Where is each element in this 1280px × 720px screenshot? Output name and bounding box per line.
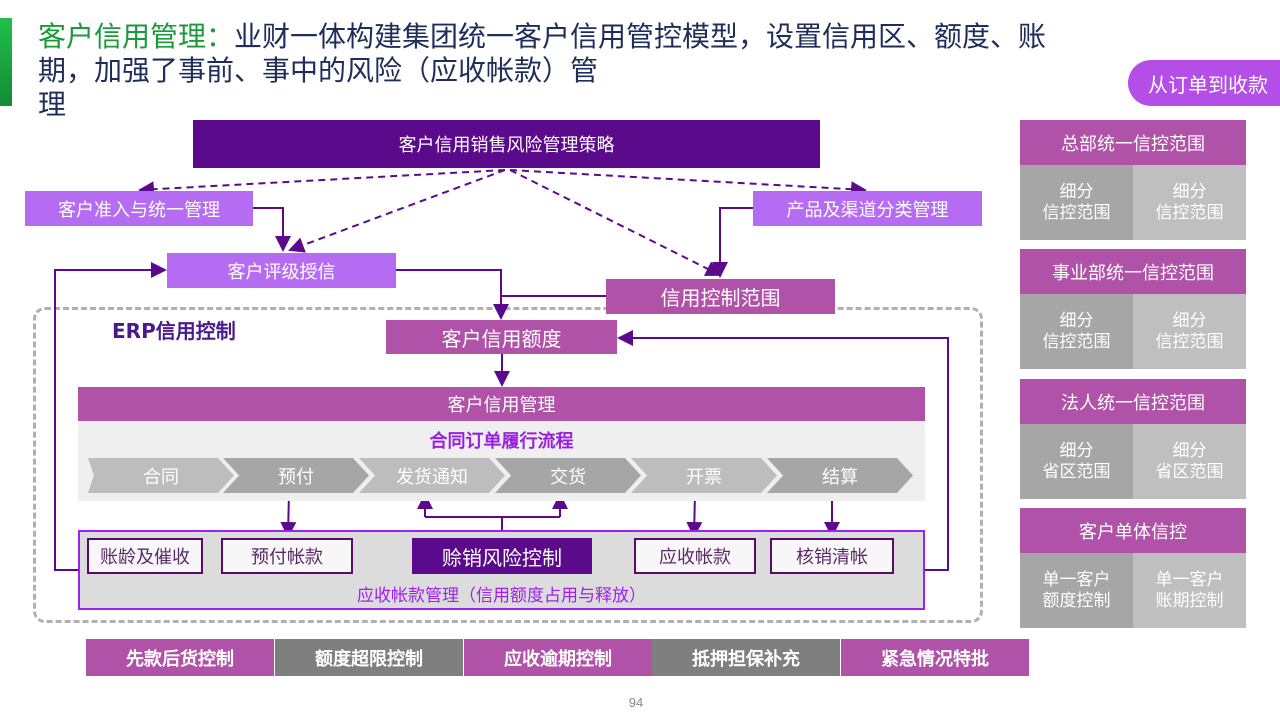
erp-credit-control-label: ERP信用控制 [112, 319, 236, 343]
customer-rating-credit: 客户评级授信 [167, 253, 396, 288]
credit-control-scope: 信用控制范围 [606, 279, 835, 314]
scope-cell: 单一客户 额度控制 [1020, 553, 1133, 628]
order-to-cash-pill: 从订单到收款 [1128, 60, 1280, 106]
scope-cell: 单一客户 账期控制 [1133, 553, 1246, 628]
credit-sales-risk-box: 赊销风险控制 [412, 538, 592, 574]
aging-collection-box: 账龄及催收 [87, 538, 203, 574]
scope-cell: 细分 信控范围 [1133, 165, 1246, 240]
customer-credit-management-bar: 客户信用管理 [78, 387, 925, 421]
flow-step-shipping-notice: 发货通知 [359, 458, 505, 493]
scope-cell: 细分 信控范围 [1020, 294, 1133, 369]
page-number: 94 [628, 695, 644, 710]
scope-header-legal: 法人统一信控范围 [1020, 379, 1246, 424]
writeoff-box: 核销清帐 [770, 538, 894, 574]
customer-credit-limit: 客户信用额度 [386, 320, 617, 354]
scope-cell: 细分 省区范围 [1133, 424, 1246, 499]
scope-cell: 细分 信控范围 [1020, 165, 1133, 240]
flow-step-prepay: 预付 [223, 458, 369, 493]
page-title: 客户信用管理：业财一体构建集团统一客户信用管控模型，设置信用区、额度、账 期，加… [38, 20, 1208, 122]
scope-header-hq: 总部统一信控范围 [1020, 120, 1246, 165]
bottom-control-3: 应收逾期控制 [464, 639, 652, 676]
flow-step-delivery: 交货 [495, 458, 641, 493]
scope-header-division: 事业部统一信控范围 [1020, 249, 1246, 294]
title-line2: 期，加强了事前、事中的风险（应收帐款）管 [38, 54, 599, 87]
prepaid-account-box: 预付帐款 [221, 538, 353, 574]
bottom-control-5: 紧急情况特批 [841, 639, 1029, 676]
scope-header-customer: 客户单体信控 [1020, 508, 1246, 553]
title-highlight: 客户信用管理： [38, 20, 235, 53]
title-line3: 理 [38, 88, 67, 121]
title-line1: 业财一体构建集团统一客户信用管控模型，设置信用区、额度、账 [234, 20, 1047, 53]
order-flow-title: 合同订单履行流程 [429, 431, 574, 452]
receivable-box: 应收帐款 [634, 538, 756, 574]
accent-bar [0, 18, 12, 106]
scope-cell: 细分 省区范围 [1020, 424, 1133, 499]
bottom-control-1: 先款后货控制 [86, 639, 274, 676]
bottom-control-2: 额度超限控制 [275, 639, 463, 676]
credit-risk-strategy: 客户信用销售风险管理策略 [193, 120, 820, 168]
scope-cell: 细分 信控范围 [1133, 294, 1246, 369]
bottom-control-4: 抵押担保补充 [652, 639, 840, 676]
flow-step-invoice: 开票 [631, 458, 777, 493]
flow-step-settlement: 结算 [767, 458, 913, 493]
product-channel-management: 产品及渠道分类管理 [753, 191, 982, 226]
ar-management-label: 应收帐款管理（信用额度占用与释放） [357, 586, 646, 606]
customer-access-management: 客户准入与统一管理 [25, 191, 253, 226]
flow-step-contract: 合同 [88, 458, 234, 493]
